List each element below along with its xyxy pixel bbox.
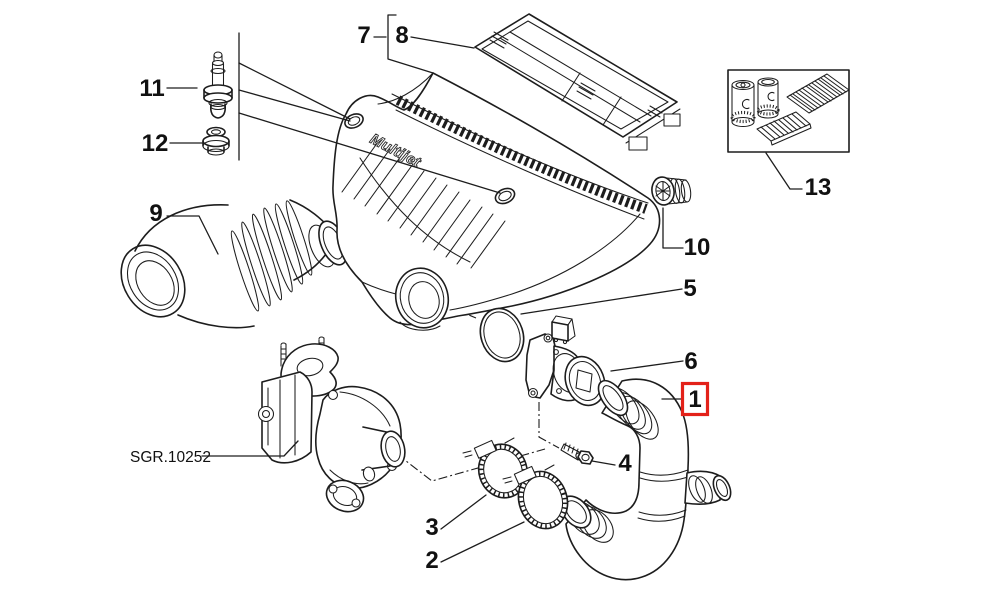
grommet-art <box>202 126 230 156</box>
air-flow-meter-art <box>525 315 606 407</box>
callout-4[interactable]: 4 <box>618 450 632 477</box>
hose-clamp-2-art <box>502 464 569 530</box>
callout-13[interactable]: 13 <box>805 174 832 201</box>
seal-ring-art <box>479 307 525 363</box>
filter-cover-art <box>474 13 681 151</box>
callout-6[interactable]: 6 <box>684 348 697 375</box>
callout-7[interactable]: 7 <box>357 22 370 49</box>
damper-bush-art <box>651 176 692 206</box>
turbocharger-art <box>257 336 406 513</box>
callout-10[interactable]: 10 <box>684 234 711 261</box>
callout-3[interactable]: 3 <box>425 514 438 541</box>
callout-2[interactable]: 2 <box>425 547 438 574</box>
airbox-art: Multijet <box>332 72 661 331</box>
group-code-label: SGR.10252 <box>130 449 211 466</box>
highlight-box-part-1[interactable]: 1 <box>680 381 710 417</box>
intake-hose-art <box>120 199 348 329</box>
callout-9[interactable]: 9 <box>149 200 162 227</box>
service-kit-art <box>727 69 850 153</box>
callouts: 1 2 3 4 5 6 7 8 9 10 11 12 13 SGR.10252 <box>130 22 831 574</box>
bolt-art <box>560 442 594 465</box>
turbo-hose-art <box>560 378 732 581</box>
hose-clamp-3-art <box>462 437 529 499</box>
callout-1[interactable]: 1 <box>688 386 701 413</box>
callout-12[interactable]: 12 <box>142 130 169 157</box>
callout-5[interactable]: 5 <box>683 275 696 302</box>
callout-8[interactable]: 8 <box>395 22 408 49</box>
callout-11[interactable]: 11 <box>139 75 164 102</box>
drain-valve-art <box>203 51 233 119</box>
leader-lines <box>166 14 803 563</box>
